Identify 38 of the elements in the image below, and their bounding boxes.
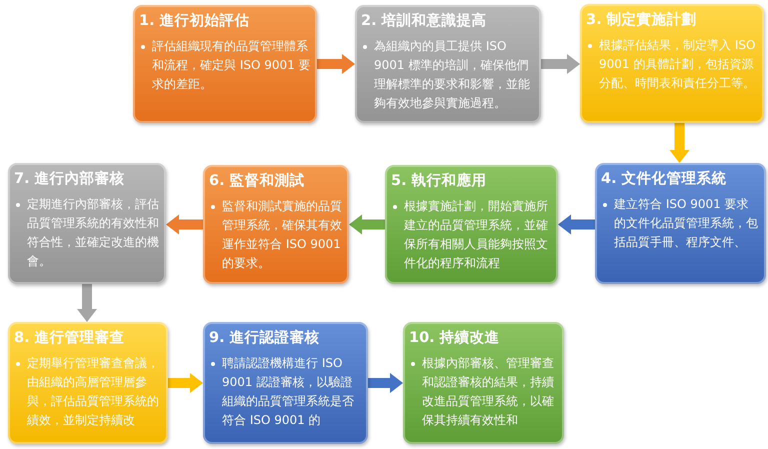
step-description: 為組織內的員工提供 ISO 9001 標準的培訓，確保他們理解標準的要求和影響，並能夠有效地參與實施過程。 <box>361 37 535 113</box>
process-card <box>403 322 564 444</box>
step-description: 定期舉行管理審查會議，由組織的高層管理層參與，評估品質管理系統的績效，並制定持續改 <box>14 354 162 430</box>
arrow <box>166 214 203 234</box>
step-description: 監督和測試實施的品質管理系統，確保其有效運作並符合 ISO 9001 的要求。 <box>209 197 343 273</box>
step-title: 6. 監督和測試 <box>209 172 306 191</box>
step-description: 評估組織現有的品質管理體系和流程，確定與 ISO 9001 要求的差距。 <box>139 37 311 94</box>
process-card <box>133 5 317 123</box>
process-card <box>580 4 764 123</box>
step-description: 定期進行內部審核，評估品質管理系統的有效性和符合性，並確定改進的機會。 <box>14 195 160 271</box>
arrow <box>670 123 690 163</box>
step-title: 10. 持續改進 <box>409 328 501 348</box>
arrow <box>77 284 97 322</box>
arrow <box>541 54 580 74</box>
step-description: 根據內部審核、管理審查和認證審核的結果，持續改進品質管理系統，以確保其持續有效性和 <box>409 354 558 430</box>
arrow <box>349 214 385 234</box>
step-description: 聘請認證機構進行 ISO 9001 認證審核，以驗證組織的品質管理系統是否符合 ISO 9001 的 <box>209 354 362 430</box>
step-title: 7. 進行內部審核 <box>14 169 126 189</box>
arrow <box>317 54 355 74</box>
process-card <box>385 165 558 284</box>
process-card <box>8 163 166 284</box>
process-card <box>8 322 168 444</box>
step-title: 3. 制定實施計劃 <box>586 10 698 30</box>
step-title: 4. 文件化管理系統 <box>601 170 728 189</box>
step-title: 2. 培訓和意識提高 <box>361 12 488 31</box>
process-card <box>355 5 541 123</box>
arrow <box>368 373 403 393</box>
process-card <box>203 165 349 284</box>
arrow <box>558 214 595 234</box>
step-description: 建立符合 ISO 9001 要求的文件化品質管理系統，包括品質手冊、程序文件、 <box>601 195 760 252</box>
process-card <box>595 163 766 284</box>
step-title: 8. 進行管理審查 <box>14 328 126 348</box>
step-description: 根據實施計劃，開始實施所建立的品質管理系統，並確保所有相關人員能夠按照文件化的程序和流程 <box>391 197 552 273</box>
process-card <box>203 322 368 444</box>
step-title: 1. 進行初始評估 <box>139 12 251 31</box>
step-title: 5. 執行和應用 <box>391 172 488 191</box>
step-title: 9. 進行認證審核 <box>209 328 321 348</box>
step-description: 根據評估結果，制定導入 ISO 9001 的具體計劃，包括資源分配、時間表和責任分工等。 <box>586 36 758 93</box>
